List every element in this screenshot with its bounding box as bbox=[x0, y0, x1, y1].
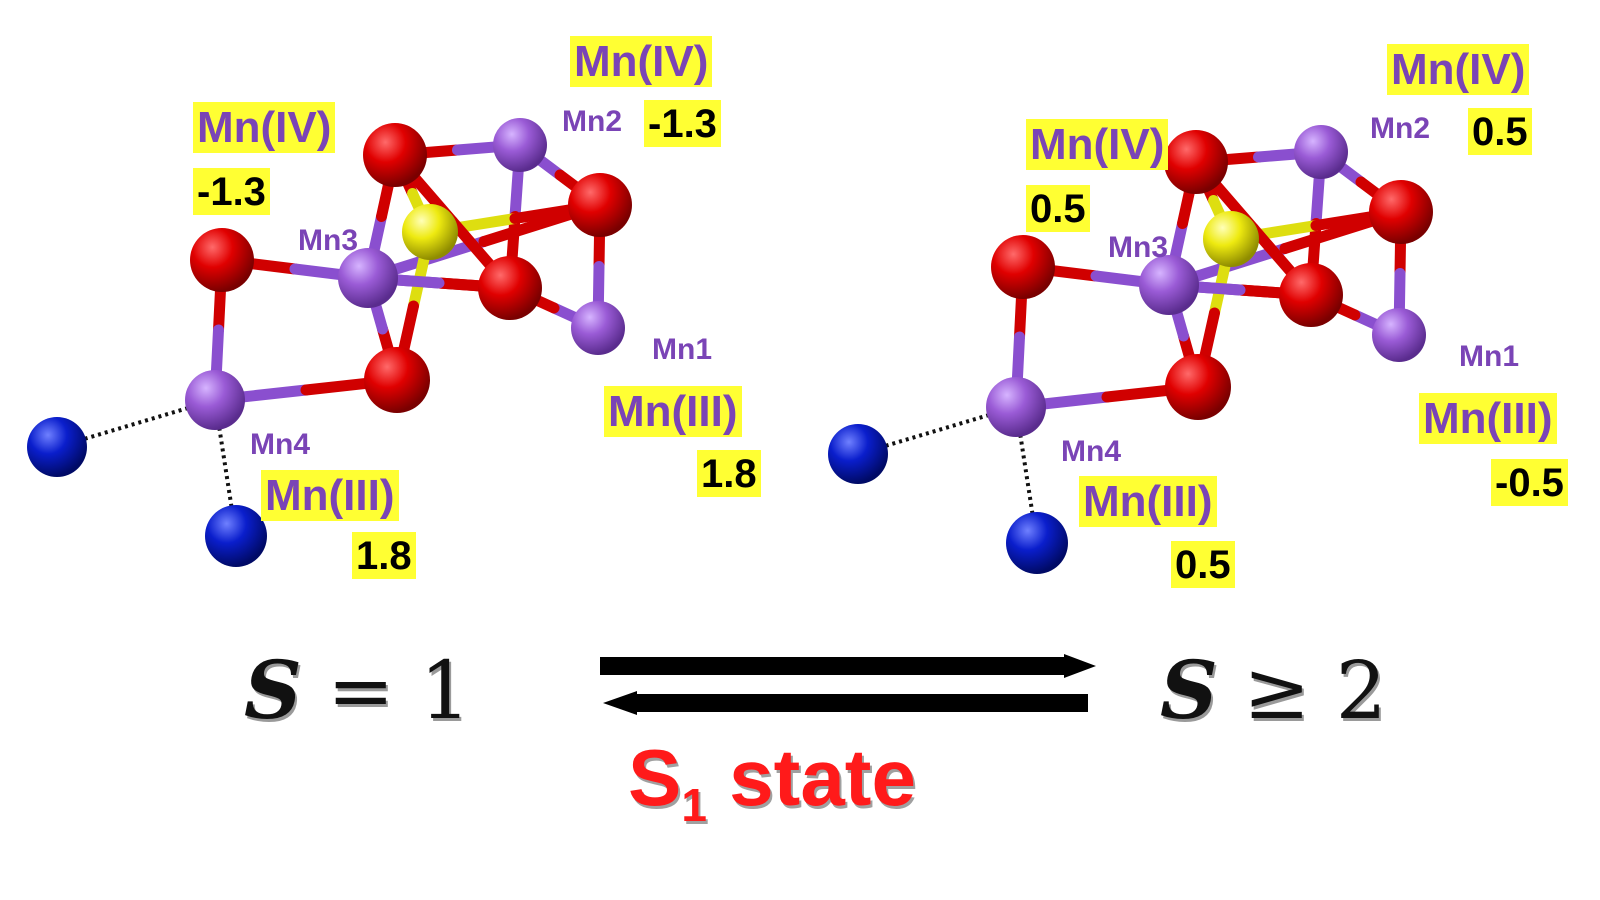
right-atom-mn2 bbox=[1294, 125, 1348, 179]
right-atom-mn2-label: Mn2 bbox=[1370, 112, 1430, 145]
right-cluster bbox=[828, 125, 1433, 574]
left-atom-mn2 bbox=[493, 118, 547, 172]
right-atom-o2 bbox=[1369, 180, 1433, 244]
forward-arrow-head bbox=[1064, 654, 1096, 678]
right-atom-o3 bbox=[991, 235, 1055, 299]
right-atom-mn3 bbox=[1139, 255, 1199, 315]
left-atom-ca bbox=[402, 204, 458, 260]
right-mn4-spin-value: 0.5 bbox=[1171, 541, 1235, 588]
equilibrium-arrows bbox=[600, 654, 1096, 715]
left-atom-o5 bbox=[364, 347, 430, 413]
right-mn2-oxidation-label: Mn(IV) bbox=[1387, 44, 1530, 95]
left-mn1-oxidation-label: Mn(III) bbox=[604, 386, 742, 437]
state-main: S bbox=[628, 733, 682, 822]
right-spin-symbol: S bbox=[1160, 643, 1218, 737]
right-mn1-oxidation-label: Mn(III) bbox=[1419, 393, 1557, 444]
right-atom-mn4-label: Mn4 bbox=[1061, 435, 1121, 468]
left-atom-mn3-label: Mn3 bbox=[298, 224, 358, 257]
left-spin-value: 1 bbox=[419, 644, 471, 737]
left-atom-o2 bbox=[568, 173, 632, 237]
right-atom-mn3-label: Mn3 bbox=[1108, 231, 1168, 264]
left-atom-mn2-label: Mn2 bbox=[562, 105, 622, 138]
left-mn1-spin-value: 1.8 bbox=[697, 450, 761, 497]
left-mn4-oxidation-label: Mn(III) bbox=[261, 470, 399, 521]
right-atom-o4 bbox=[1279, 263, 1343, 327]
left-atom-o1 bbox=[363, 123, 427, 187]
left-mn2-spin-value: -1.3 bbox=[644, 100, 721, 147]
left-atom-w1 bbox=[27, 417, 87, 477]
right-mn4-oxidation-label: Mn(III) bbox=[1079, 476, 1217, 527]
right-spin-label: S ≥ 2 bbox=[1160, 650, 1387, 731]
left-cluster bbox=[27, 118, 632, 567]
right-spin-value: 2 bbox=[1335, 644, 1387, 737]
right-atom-ca bbox=[1203, 211, 1259, 267]
state-title: S1 state bbox=[628, 738, 916, 831]
left-atom-mn1 bbox=[571, 301, 625, 355]
right-atom-o1 bbox=[1164, 130, 1228, 194]
right-atom-mn1 bbox=[1372, 308, 1426, 362]
left-mn3-spin-value: -1.3 bbox=[193, 168, 270, 215]
right-atom-o5 bbox=[1165, 354, 1231, 420]
right-atom-mn4 bbox=[986, 377, 1046, 437]
backward-arrow-head bbox=[603, 691, 637, 715]
left-spin-relation: = bbox=[327, 644, 395, 737]
left-atom-o4 bbox=[478, 256, 542, 320]
left-mn2-oxidation-label: Mn(IV) bbox=[570, 36, 713, 87]
left-atom-o3 bbox=[190, 228, 254, 292]
right-mn3-oxidation-label: Mn(IV) bbox=[1026, 119, 1169, 170]
left-atom-mn3 bbox=[338, 248, 398, 308]
left-atom-mn4 bbox=[185, 370, 245, 430]
right-atom-w1 bbox=[828, 424, 888, 484]
right-mn2-spin-value: 0.5 bbox=[1468, 108, 1532, 155]
right-atom-w2 bbox=[1006, 512, 1068, 574]
right-spin-relation: ≥ bbox=[1243, 644, 1311, 737]
left-spin-label: S = 1 bbox=[244, 650, 471, 731]
left-atom-w2 bbox=[205, 505, 267, 567]
left-atom-mn1-label: Mn1 bbox=[652, 333, 712, 366]
state-subscript: 1 bbox=[681, 779, 707, 831]
right-mn3-spin-value: 0.5 bbox=[1026, 185, 1090, 232]
left-spin-symbol: S bbox=[244, 643, 302, 737]
left-atom-mn4-label: Mn4 bbox=[250, 428, 310, 461]
right-mn1-spin-value: -0.5 bbox=[1491, 459, 1568, 506]
left-mn4-spin-value: 1.8 bbox=[352, 532, 416, 579]
right-atom-mn1-label: Mn1 bbox=[1459, 340, 1519, 373]
state-word: state bbox=[706, 733, 916, 822]
left-mn3-oxidation-label: Mn(IV) bbox=[193, 102, 336, 153]
